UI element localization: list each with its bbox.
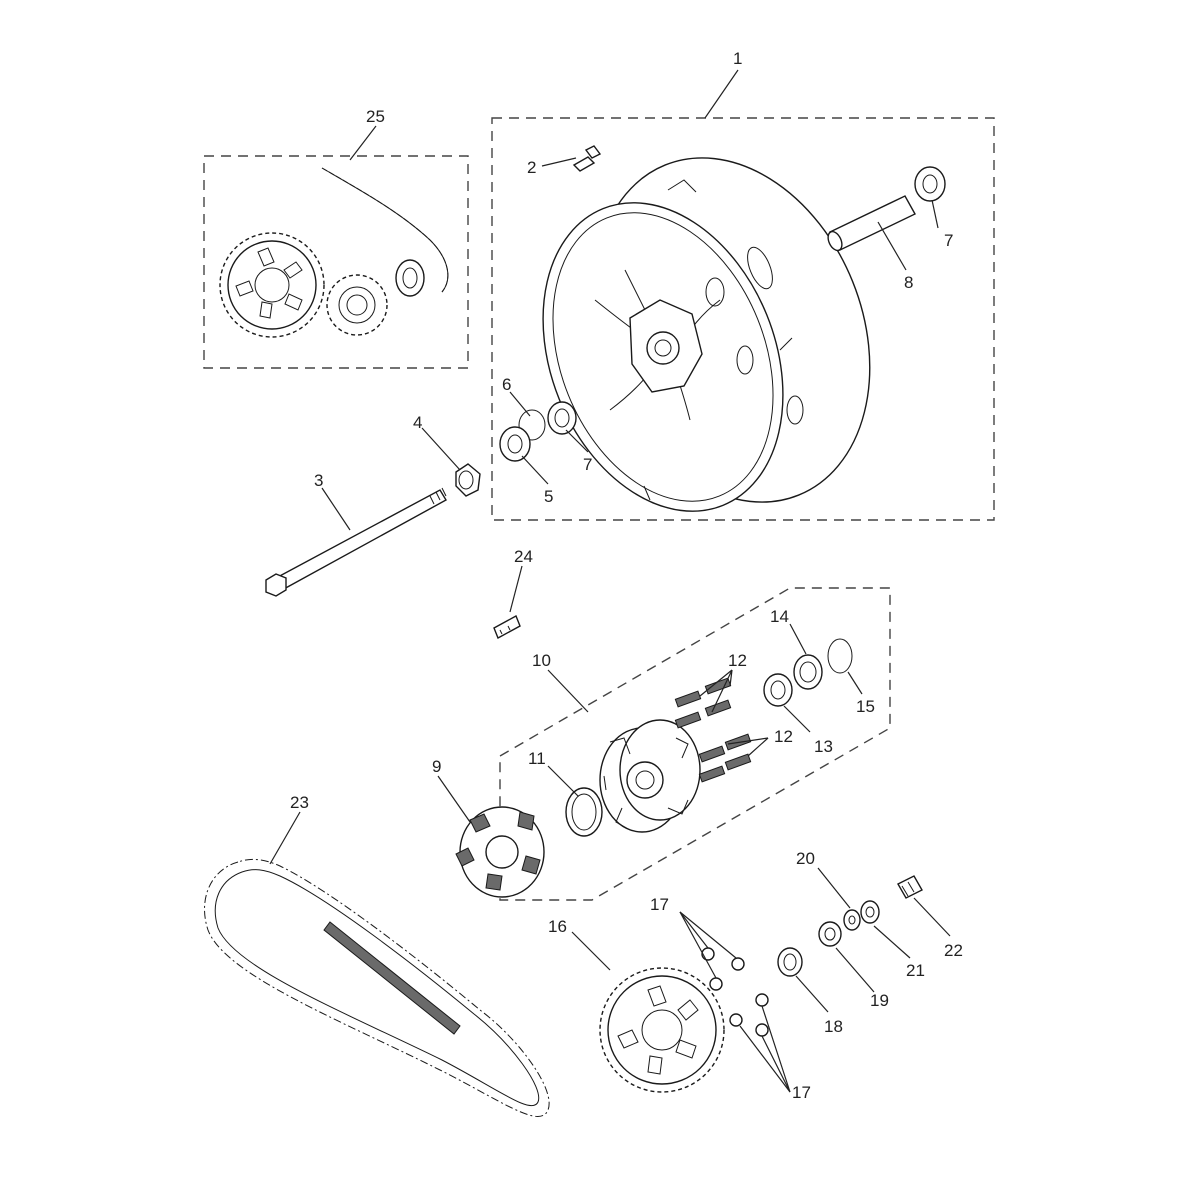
callout-7-upper: 7: [944, 231, 953, 250]
rear-sprocket: [599, 967, 725, 1093]
callout-10: 10: [532, 651, 551, 670]
leader-lines: [269, 69, 951, 1093]
chain-sprocket-kit: [219, 167, 449, 338]
oil-seal: [499, 426, 531, 462]
callout-17-upper: 17: [650, 895, 669, 914]
hub-sleeve: [565, 787, 603, 837]
callout-12-upper: 12: [728, 651, 747, 670]
callout-19: 19: [870, 991, 889, 1010]
rear-wheel: [542, 157, 871, 512]
callout-1: 1: [733, 49, 742, 68]
wheel-spacer-tube: [827, 195, 916, 252]
hub-bearing: [763, 673, 793, 707]
circlip: [518, 409, 546, 441]
sprocket-nuts: [701, 947, 769, 1037]
callout-23: 23: [290, 793, 309, 812]
callout-6: 6: [502, 375, 511, 394]
group-box-wheel-assembly: [491, 117, 995, 521]
axle-washer: [818, 921, 842, 947]
tyre-valve: [572, 145, 602, 172]
hub-seal: [793, 654, 823, 690]
callout-15: 15: [856, 697, 875, 716]
callout-4: 4: [413, 413, 422, 432]
axle-spacer: [455, 463, 481, 497]
callout-25: 25: [366, 107, 385, 126]
callout-17-lower: 17: [792, 1083, 811, 1102]
chain-adjuster-clip: [493, 615, 521, 639]
callout-5: 5: [544, 487, 553, 506]
grub-screw: [897, 875, 923, 899]
callout-7-lower: 7: [583, 455, 592, 474]
cush-drive-hub: [599, 719, 701, 833]
callout-16: 16: [548, 917, 567, 936]
group-box-cush-drive-assembly: [499, 587, 891, 901]
wheel-bearing-right: [914, 166, 946, 202]
callout-2: 2: [527, 158, 536, 177]
wheel-bearing-left: [547, 401, 577, 435]
lock-washer: [843, 909, 861, 931]
callout-11: 11: [528, 749, 546, 768]
drive-chain: [204, 858, 550, 1117]
callout-12-lower: 12: [774, 727, 793, 746]
callout-22: 22: [944, 941, 963, 960]
callout-18: 18: [824, 1017, 843, 1036]
callout-9: 9: [432, 757, 441, 776]
callout-labels: 1 2 3 4 5 6 7 7 8 9 10 11 12 12 13 14 15…: [290, 49, 963, 1102]
callout-8: 8: [904, 273, 913, 292]
rear-axle: [265, 487, 447, 597]
callout-24: 24: [514, 547, 533, 566]
callout-21: 21: [906, 961, 925, 980]
sprocket-carrier-spacer: [777, 947, 803, 977]
axle-nut: [860, 900, 880, 924]
callout-14: 14: [770, 607, 789, 626]
hub-circlip: [827, 638, 853, 674]
callout-13: 13: [814, 737, 833, 756]
callout-20: 20: [796, 849, 815, 868]
cush-drive-rubbers: [455, 806, 545, 898]
callout-3: 3: [314, 471, 323, 490]
